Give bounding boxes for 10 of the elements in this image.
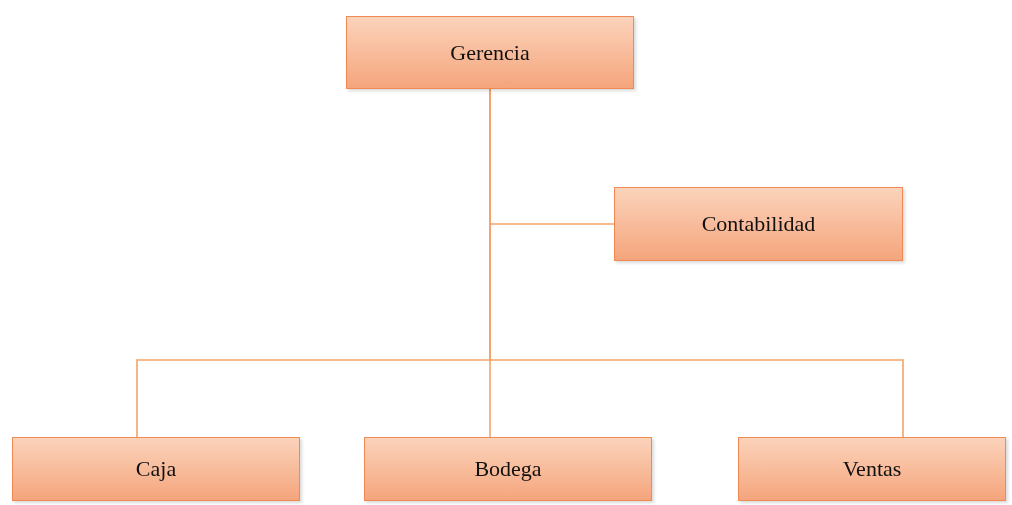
- org-box: [346, 16, 634, 89]
- org-box: [364, 437, 652, 501]
- box-label: Caja: [135, 456, 177, 482]
- box-label: Contabilidad: [701, 211, 816, 237]
- org-box: [614, 187, 903, 261]
- org-box: [738, 437, 1006, 501]
- box-label: Ventas: [842, 456, 902, 482]
- box-label: Bodega: [474, 456, 542, 482]
- org-box: [12, 437, 300, 501]
- box-label: Gerencia: [450, 39, 530, 66]
